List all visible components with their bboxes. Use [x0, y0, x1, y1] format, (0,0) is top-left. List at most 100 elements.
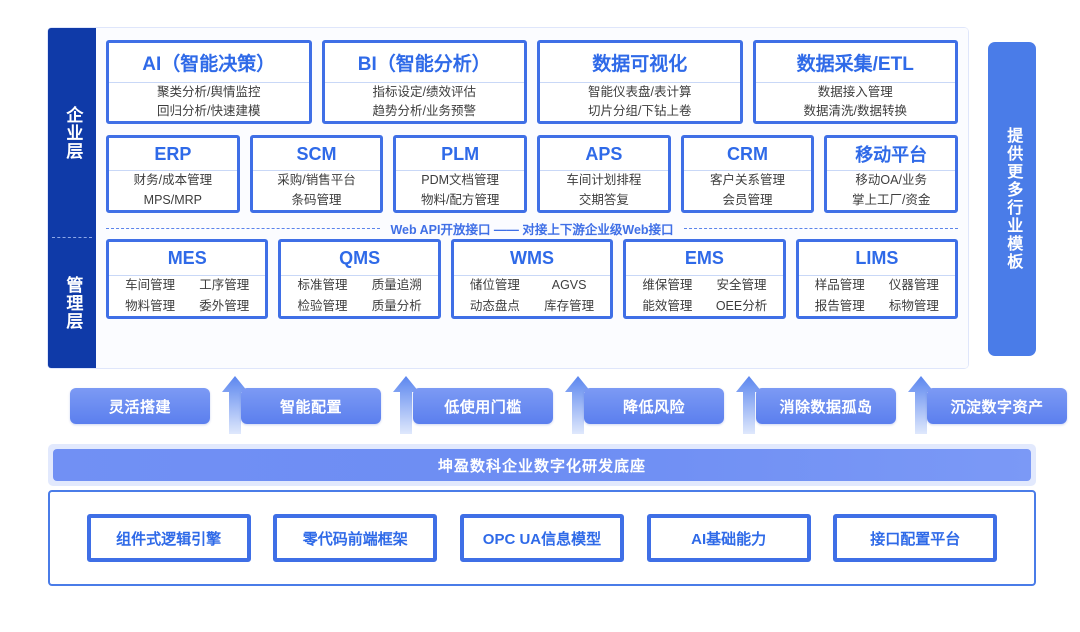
- card-title: CRM: [683, 138, 812, 171]
- card-title: WMS: [453, 242, 611, 276]
- api-divider-dash-left: [106, 227, 381, 229]
- card-line: 指标设定/绩效评估: [372, 85, 476, 99]
- layer-rail-divider: [52, 237, 92, 238]
- card-title: ERP: [109, 138, 237, 171]
- card-ai[interactable]: AI（智能决策） 聚类分析/舆情监控 回归分析/快速建模: [106, 40, 312, 124]
- card-title: MES: [109, 242, 266, 276]
- card-body: 移动OA/业务 掌上工厂/资金: [827, 171, 955, 210]
- benefit-pill-5[interactable]: 消除数据孤岛: [756, 388, 896, 424]
- card-cell: OEE分析: [715, 298, 768, 313]
- benefit-pill-3[interactable]: 低使用门槛: [413, 388, 553, 424]
- card-title: 数据采集/ETL: [755, 43, 955, 83]
- card-body: 指标设定/绩效评估 趋势分析/业务预警: [325, 83, 525, 121]
- api-divider: Web API开放接口 —— 对接上下游企业级Web接口: [106, 217, 958, 239]
- enterprise-row-analytics: AI（智能决策） 聚类分析/舆情监控 回归分析/快速建模 BI（智能分析） 指标…: [106, 40, 958, 124]
- card-scm[interactable]: SCM 采购/销售平台 条码管理: [249, 135, 384, 213]
- platform-banner-text: 坤盈数科企业数字化研发底座: [53, 449, 1031, 481]
- card-aps[interactable]: APS 车间计划排程 交期答复: [537, 135, 671, 213]
- capability-chip-logic-engine[interactable]: 组件式逻辑引擎: [86, 514, 251, 562]
- card-wms[interactable]: WMS 储位管理 AGVS 动态盘点 库存管理: [450, 239, 614, 319]
- card-cell: 维保管理: [642, 278, 693, 293]
- card-cell: 质量追溯: [371, 278, 422, 293]
- benefits-row: 灵活搭建 智能配置 低使用门槛 降低风险 消除数据孤岛 沉淀数字资产: [48, 372, 1067, 434]
- card-line: 数据接入管理: [817, 85, 893, 99]
- capability-chip-interface-config[interactable]: 接口配置平台: [833, 514, 998, 562]
- card-body: 储位管理 AGVS 动态盘点 库存管理: [454, 276, 610, 316]
- platform-base: 坤盈数科企业数字化研发底座 组件式逻辑引擎 零代码前端框架 OPC UA信息模型…: [48, 444, 1036, 586]
- card-mobile-platform[interactable]: 移动平台 移动OA/业务 掌上工厂/资金: [824, 135, 959, 213]
- card-title: QMS: [281, 242, 438, 276]
- card-cell: 仪器管理: [888, 278, 939, 293]
- layer-label-manage: 管理层: [48, 237, 96, 368]
- capability-chip-lowcode-frontend[interactable]: 零代码前端框架: [273, 514, 438, 562]
- manage-row: MES 车间管理 工序管理 物料管理 委外管理 QMS 标准管理 质量追溯 检验…: [106, 239, 959, 319]
- card-line: 聚类分析/舆情监控: [157, 85, 261, 99]
- card-cell: 能效管理: [642, 298, 693, 313]
- api-divider-dash-right: [683, 227, 958, 229]
- card-cell: 报告管理: [814, 298, 865, 313]
- card-cell: 储位管理: [469, 278, 520, 293]
- card-crm[interactable]: CRM 客户关系管理 会员管理: [680, 135, 815, 213]
- card-cell: 库存管理: [544, 298, 595, 313]
- enterprise-row-systems: ERP 财务/成本管理 MPS/MRP SCM 采购/销售平台 条码管理 PLM: [106, 135, 959, 213]
- card-line: 数据清洗/数据转换: [803, 104, 907, 119]
- layer-label-manage-text: 管理层: [63, 275, 83, 330]
- up-arrow-icon: [736, 376, 762, 434]
- card-line: 客户关系管理: [710, 173, 786, 188]
- industry-template-bar-text: 提供更多行业模板: [1004, 127, 1022, 271]
- card-data-etl[interactable]: 数据采集/ETL 数据接入管理 数据清洗/数据转换: [752, 40, 958, 124]
- layer-label-enterprise-text: 企业层: [63, 105, 83, 160]
- card-title: AI（智能决策）: [109, 43, 309, 83]
- benefit-pill-4[interactable]: 降低风险: [584, 388, 724, 424]
- card-line: 趋势分析/业务预警: [372, 104, 476, 119]
- card-line: 回归分析/快速建模: [157, 104, 261, 119]
- card-body: 样品管理 仪器管理 报告管理 标物管理: [799, 276, 955, 316]
- card-cell: 检验管理: [297, 298, 348, 313]
- card-line: 财务/成本管理: [133, 173, 213, 188]
- card-erp[interactable]: ERP 财务/成本管理 MPS/MRP: [106, 135, 240, 213]
- card-body: 财务/成本管理 MPS/MRP: [109, 171, 237, 210]
- card-line: 智能仪表盘/表计算: [588, 85, 692, 99]
- card-cell: 工序管理: [199, 278, 250, 293]
- card-title: PLM: [396, 138, 525, 171]
- benefit-pill-2[interactable]: 智能配置: [241, 388, 381, 424]
- card-title: 数据可视化: [540, 43, 740, 83]
- card-body: 标准管理 质量追溯 检验管理 质量分析: [281, 276, 437, 316]
- card-cell: 委外管理: [199, 298, 250, 313]
- card-cell: 安全管理: [716, 278, 767, 293]
- card-cell: 动态盘点: [469, 298, 520, 313]
- card-qms[interactable]: QMS 标准管理 质量追溯 检验管理 质量分析: [278, 239, 441, 319]
- card-title: 移动平台: [827, 138, 956, 171]
- layer-label-enterprise: 企业层: [48, 28, 96, 237]
- card-mes[interactable]: MES 车间管理 工序管理 物料管理 委外管理: [106, 239, 269, 319]
- card-line: 车间计划排程: [566, 173, 642, 188]
- card-body: 智能仪表盘/表计算 切片分组/下钻上卷: [540, 83, 740, 121]
- card-body: 数据接入管理 数据清洗/数据转换: [756, 83, 956, 121]
- card-body: 车间管理 工序管理 物料管理 委外管理: [109, 276, 265, 316]
- benefit-pill-6[interactable]: 沉淀数字资产: [927, 388, 1067, 424]
- capability-chip-ai-capability[interactable]: AI基础能力: [646, 514, 811, 562]
- card-title: BI（智能分析）: [324, 43, 524, 83]
- card-body: PDM文档管理 物料/配方管理: [396, 171, 524, 210]
- benefit-pill-1[interactable]: 灵活搭建: [70, 388, 210, 424]
- card-title: LIMS: [798, 242, 956, 276]
- card-cell: 质量分析: [371, 298, 422, 313]
- capability-chip-opc-ua[interactable]: OPC UA信息模型: [459, 514, 624, 562]
- card-line: 交期答复: [578, 192, 629, 207]
- platform-banner-frame: 坤盈数科企业数字化研发底座: [48, 444, 1036, 486]
- architecture-block: 企业层 管理层 AI（智能决策） 聚类分析/舆情监控 回归分析/快速建模 BI（…: [48, 28, 968, 368]
- card-line: 采购/销售平台: [277, 173, 356, 188]
- card-plm[interactable]: PLM PDM文档管理 物料/配方管理: [393, 135, 528, 213]
- card-body: 客户关系管理 会员管理: [684, 171, 812, 210]
- api-divider-label: Web API开放接口 —— 对接上下游企业级Web接口: [390, 222, 674, 237]
- card-body: 采购/销售平台 条码管理: [253, 171, 381, 210]
- card-body: 聚类分析/舆情监控 回归分析/快速建模: [109, 83, 309, 121]
- card-line: 条码管理: [291, 192, 342, 207]
- card-lims[interactable]: LIMS 样品管理 仪器管理 报告管理 标物管理: [795, 239, 959, 319]
- card-ems[interactable]: EMS 维保管理 安全管理 能效管理 OEE分析: [623, 239, 786, 319]
- card-data-visualization[interactable]: 数据可视化 智能仪表盘/表计算 切片分组/下钻上卷: [537, 40, 743, 124]
- up-arrow-icon: [393, 376, 419, 434]
- card-title: EMS: [626, 242, 783, 276]
- card-bi[interactable]: BI（智能分析） 指标设定/绩效评估 趋势分析/业务预警: [321, 40, 527, 124]
